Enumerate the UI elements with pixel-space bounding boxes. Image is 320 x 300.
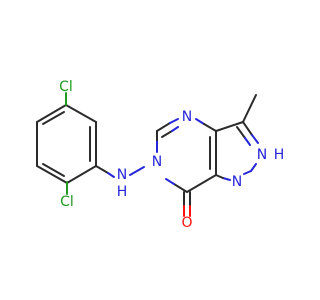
bond-nh [107, 172, 115, 178]
bond [243, 170, 252, 175]
bond [215, 121, 244, 132]
bond [165, 178, 175, 185]
bond [250, 163, 257, 172]
dichlorophenyl-ring [36, 104, 97, 184]
bond-methyl [242, 94, 257, 123]
bond [186, 174, 217, 193]
double-bond-inner [236, 126, 246, 139]
bond [173, 183, 188, 193]
nh-linker-n: N [117, 167, 127, 183]
structure-canvas: Cl Cl N H N N N H N O [36, 79, 285, 231]
bond [65, 104, 97, 123]
bond [36, 104, 67, 123]
bond-n-n [129, 166, 145, 176]
double-bond-inner [244, 137, 251, 146]
nh-pyrazole-n: N [257, 147, 267, 163]
n-ring-atom: N [152, 154, 162, 170]
pyrimidinone-ring [156, 118, 217, 193]
n-top-atom: N [182, 109, 192, 125]
cl-atom-top: Cl [59, 79, 73, 95]
double-bond-inner [42, 111, 65, 125]
cl-atom-bottom: Cl [60, 194, 74, 210]
pyrazole-ring [215, 121, 259, 181]
double-bond-inner [161, 130, 173, 138]
double-bond-inner [171, 126, 179, 132]
bond [242, 121, 253, 136]
bond [95, 165, 109, 174]
double-bond-inner [42, 163, 65, 177]
bond [156, 122, 171, 132]
bond [195, 118, 205, 125]
o-atom: O [181, 215, 192, 231]
bond [251, 134, 259, 144]
bond [66, 165, 97, 184]
bond [169, 118, 179, 124]
bond [222, 177, 231, 181]
bond [36, 165, 68, 184]
nh-pyrazole-h: H [274, 147, 285, 163]
nh-linker-h: H [117, 184, 128, 200]
n-pyrazole-atom: N [232, 174, 242, 190]
bond [215, 174, 224, 179]
molecule-drawing: Cl Cl N H N N N H N O [36, 79, 285, 231]
bond [203, 123, 217, 132]
